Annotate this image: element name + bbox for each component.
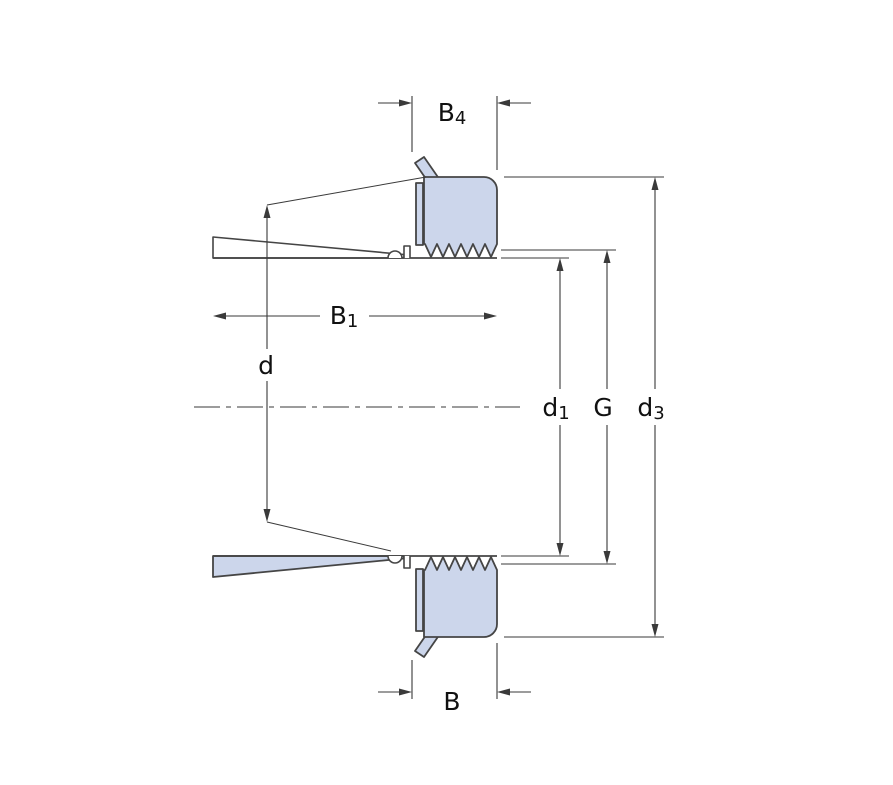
label-b4: B4 [438,98,467,129]
sleeve-slit-top [403,245,411,258]
arrowhead [603,250,611,263]
arrowhead [556,258,564,271]
arrowhead [603,551,611,564]
dimension-d: d [258,176,427,552]
oblique-extension-line [266,176,427,206]
lock-washer-bottom [415,568,424,632]
arrowhead [651,624,659,637]
label-d1: d1 [542,393,569,424]
sleeve-lower-wall [212,555,405,578]
dimension-b4: B4 [378,96,531,170]
arrowhead [213,312,226,320]
locknut-assembly-bottom [387,555,498,658]
arrowhead [399,99,412,107]
dimension-g: G [501,249,616,565]
arrowhead [651,177,659,190]
arrowhead [556,543,564,556]
oblique-extension-line [266,521,392,552]
arrowhead [263,509,271,522]
locknut-assembly-top [387,156,498,259]
arrowhead [497,99,510,107]
thread-relief-groove-top [387,250,403,259]
locknut-top [423,176,498,258]
locknut-bottom [423,556,498,638]
label-g: G [593,393,612,422]
sleeve-slit-bottom [403,556,411,569]
sleeve-body [212,236,497,578]
lock-washer-top [415,182,424,246]
arrowhead [497,688,510,696]
label-b1: B1 [330,301,359,332]
dimension-d3: d3 [504,176,665,638]
thread-relief-groove-bottom [387,555,403,564]
sleeve-upper-wall [212,236,405,259]
dimension-b: B [378,643,531,716]
arrowhead [399,688,412,696]
label-b: B [443,687,460,716]
dimension-d1: d1 [501,257,570,557]
label-d: d [258,351,274,380]
label-d3: d3 [637,393,664,424]
dimension-b1: B1 [213,301,497,332]
arrowhead [484,312,497,320]
arrowhead [263,205,271,218]
